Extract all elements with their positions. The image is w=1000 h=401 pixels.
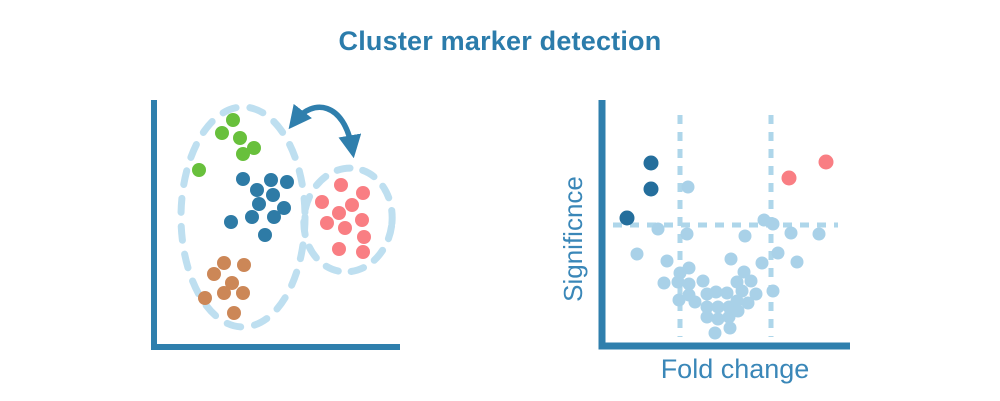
volcano-dot-non-significant — [790, 255, 804, 269]
cluster-dot-pink — [334, 178, 348, 192]
volcano-dot-non-significant — [744, 274, 758, 288]
volcano-dot-significant-down — [619, 210, 635, 226]
cluster-dot-blue — [224, 215, 238, 229]
figure-title: Cluster marker detection — [338, 26, 662, 56]
volcano-dot-non-significant — [737, 265, 751, 279]
volcano-dot-significant-up — [781, 170, 797, 186]
cluster-dot-pink — [315, 195, 329, 209]
volcano-dot-non-significant — [711, 312, 725, 326]
cluster-dot-pink — [356, 245, 370, 259]
cluster-dot-blue — [277, 201, 291, 215]
volcano-dot-non-significant — [630, 247, 644, 261]
cluster-dot-blue — [252, 197, 266, 211]
cluster-dot-blue — [245, 210, 259, 224]
volcano-dot-non-significant — [680, 227, 694, 241]
volcano-dot-non-significant — [766, 217, 780, 231]
volcano-dot-non-significant — [700, 310, 714, 324]
cluster-dot-blue — [250, 183, 264, 197]
cluster-swap-arrow — [288, 103, 362, 159]
cluster-dot-green — [233, 131, 247, 145]
volcano-dot-non-significant — [696, 274, 710, 288]
volcano-dot-non-significant — [682, 261, 696, 275]
cluster-dot-blue — [267, 210, 281, 224]
cluster-dot-blue — [258, 228, 272, 242]
cluster-dot-blue — [280, 175, 294, 189]
main-cluster-outline — [177, 103, 309, 331]
volcano-dot-non-significant — [749, 287, 763, 301]
volcano-dot-non-significant — [755, 256, 769, 270]
volcano-dot-non-significant — [711, 300, 725, 314]
volcano-dot-non-significant — [660, 254, 674, 268]
x-axis-label: Fold change — [661, 354, 810, 384]
volcano-plot-axes — [598, 100, 850, 350]
cluster-dot-pink — [338, 221, 352, 235]
volcano-dot-non-significant — [735, 284, 749, 298]
volcano-plot-panel — [598, 100, 850, 350]
volcano-dot-non-significant — [708, 326, 722, 340]
volcano-dot-non-significant — [681, 180, 695, 194]
volcano-dot-non-significant — [720, 286, 734, 300]
cluster-dot-pink — [345, 198, 359, 212]
cluster-dot-brown — [225, 276, 239, 290]
cluster-dot-brown — [207, 267, 221, 281]
cluster-dot-green — [215, 126, 229, 140]
cluster-dot-brown — [227, 306, 241, 320]
volcano-dot-significant-down — [643, 155, 659, 171]
cluster-dot-pink — [356, 186, 370, 200]
cluster-dot-blue — [236, 172, 250, 186]
cluster-dot-brown — [217, 286, 231, 300]
left-plot-axes — [151, 100, 400, 350]
volcano-dot-non-significant — [700, 300, 714, 314]
cluster-dot-blue — [264, 173, 278, 187]
cluster-dot-green — [236, 147, 250, 161]
volcano-dot-non-significant — [784, 226, 798, 240]
volcano-dot-non-significant — [724, 252, 738, 266]
volcano-dot-non-significant — [709, 285, 723, 299]
volcano-dot-non-significant — [672, 293, 686, 307]
volcano-dot-non-significant — [682, 277, 696, 291]
cluster-dot-green — [192, 163, 206, 177]
cluster-dot-brown — [217, 256, 231, 270]
volcano-dot-significant-down — [643, 181, 659, 197]
volcano-dot-non-significant — [671, 275, 685, 289]
cluster-plot-panel — [151, 100, 400, 350]
cluster-dot-pink — [320, 216, 334, 230]
cluster-dot-pink — [332, 242, 346, 256]
cluster-dot-brown — [237, 258, 251, 272]
volcano-dot-non-significant — [741, 296, 755, 310]
volcano-dot-non-significant — [651, 222, 665, 236]
volcano-dot-non-significant — [812, 227, 826, 241]
cluster-dot-brown — [198, 291, 212, 305]
cluster-dot-pink — [332, 206, 346, 220]
volcano-dot-non-significant — [657, 276, 671, 290]
volcano-dot-non-significant — [730, 294, 744, 308]
cluster-dot-green — [247, 141, 261, 155]
volcano-dot-non-significant — [738, 229, 752, 243]
volcano-dot-non-significant — [731, 304, 745, 318]
cluster-dot-pink — [357, 230, 371, 244]
volcano-dot-non-significant — [723, 321, 737, 335]
cluster-dot-blue — [266, 188, 280, 202]
volcano-dot-significant-up — [818, 154, 834, 170]
volcano-dot-non-significant — [771, 246, 785, 260]
cluster-dot-pink — [355, 213, 369, 227]
marker-cluster-outline — [300, 164, 396, 276]
cluster-dot-brown — [236, 286, 250, 300]
cluster-dot-green — [226, 113, 240, 127]
volcano-dot-non-significant — [766, 284, 780, 298]
volcano-dot-non-significant — [688, 295, 702, 309]
y-axis-label: Significnce — [558, 176, 588, 302]
